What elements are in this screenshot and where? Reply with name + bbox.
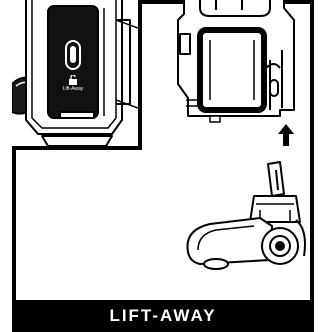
lock-icon	[69, 75, 77, 85]
diagram-frame	[12, 0, 314, 300]
vacuum-pod-illustration	[177, 0, 295, 123]
closeup-inset: Lift-Away	[12, 0, 142, 150]
footer-title: LIFT-AWAY	[109, 306, 217, 325]
up-arrow-icon	[278, 124, 294, 146]
release-button-icon	[65, 40, 81, 70]
release-button-label: Lift-Away	[62, 86, 84, 92]
floor-nozzle-illustration	[186, 161, 306, 270]
footer-banner: LIFT-AWAY	[12, 300, 314, 332]
